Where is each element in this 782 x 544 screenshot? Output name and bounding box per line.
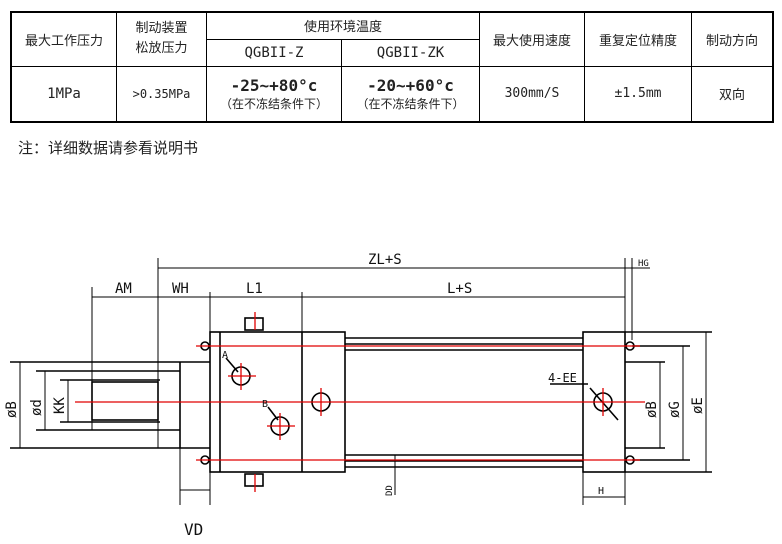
value-temp-zk: -20~+60°c: [367, 75, 454, 95]
value-brake-direction: 双向: [691, 65, 774, 123]
header-temp: 使用环境温度: [206, 11, 480, 40]
label-ee: 4-EE: [548, 371, 577, 385]
label-h: H: [598, 486, 604, 497]
dimension-labels: ZL+S HG AM WH L1 L+S A B 4-EE øB ød KK ø…: [4, 252, 706, 539]
label-kk: KK: [52, 397, 68, 414]
value-temp-z: -25~+80°c: [230, 75, 318, 95]
label-wh: WH: [172, 281, 189, 297]
centerlines: [75, 312, 645, 492]
note-text: 注：详细数据请参看说明书: [18, 139, 199, 157]
temp-note-zk: （在不冻结条件下）: [356, 96, 465, 111]
header-brake-direction: 制动方向: [691, 11, 774, 67]
temp-note-z: （在不冻结条件下）: [219, 96, 328, 111]
label-a: A: [222, 350, 228, 361]
header-model-z: QGBII-Z: [206, 38, 342, 67]
label-vd: VD: [184, 520, 203, 539]
spec-table: 最大工作压力 制动装置 松放压力 使用环境温度 最大使用速度 重复定位精度 制动…: [10, 11, 774, 123]
header-repeat-accuracy: 重复定位精度: [584, 11, 692, 67]
label-ob-left: øB: [4, 401, 20, 418]
header-max-pressure: 最大工作压力: [10, 11, 117, 67]
label-og: øG: [667, 401, 683, 418]
value-repeat-accuracy: ±1.5mm: [584, 65, 692, 123]
label-am: AM: [115, 281, 132, 297]
label-dd: DD: [385, 485, 395, 496]
value-brake-release: >0.35MPa: [116, 65, 207, 123]
label-ls: L+S: [447, 281, 472, 297]
header-brake-release: 制动装置 松放压力: [116, 11, 207, 67]
label-zl: ZL+S: [368, 252, 402, 268]
label-od: ød: [29, 399, 45, 416]
value-max-speed: 300mm/S: [479, 65, 585, 123]
label-hg: HG: [638, 259, 649, 269]
label-oe: øE: [690, 397, 706, 414]
label-ob-right: øB: [644, 401, 660, 418]
value-max-pressure: 1MPa: [10, 65, 117, 123]
label-l1: L1: [246, 281, 263, 297]
label-b: B: [262, 399, 268, 410]
